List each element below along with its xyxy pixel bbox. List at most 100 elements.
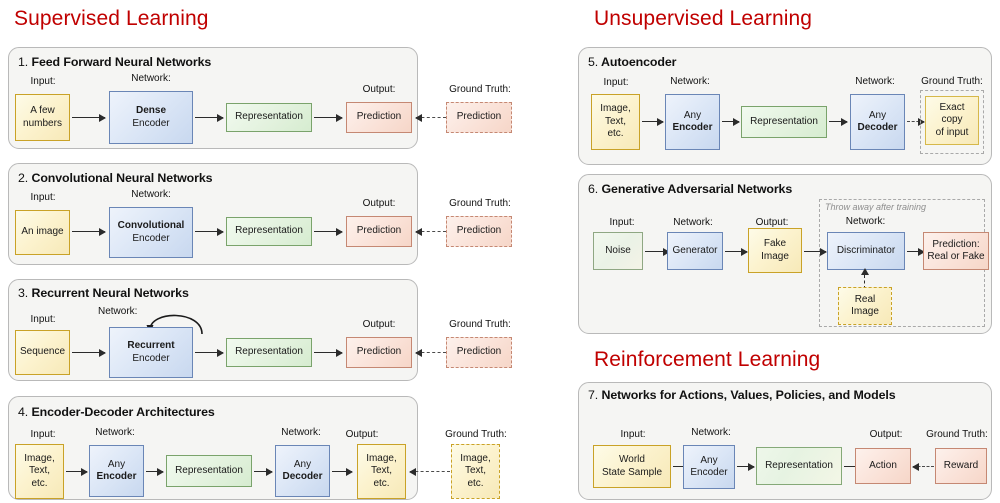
panel-7-encoder-box: Any Encoder: [683, 445, 735, 489]
panel-2-input-caption: Input:: [30, 192, 56, 203]
panel-1-input-caption: Input:: [30, 76, 56, 87]
panel-5-input-line2: Text,: [604, 115, 627, 127]
panel-3-number: 3.: [18, 286, 29, 300]
panel-1-input-line1: A few: [30, 105, 55, 116]
panel-5-gt-line1: Exact copy: [939, 101, 965, 126]
panel-5-arrow-decoder-ground-truth: [907, 118, 925, 126]
panel-3-input-line1: Sequence: [19, 346, 66, 358]
panel-5-representation-box: Representation: [741, 106, 827, 138]
panel-4-network-decoder-caption: Network:: [281, 427, 321, 438]
panel-5-decoder-line2: Decoder: [857, 122, 898, 133]
panel-3-representation-label: Representation: [235, 346, 303, 358]
panel-4-arrow-ground-truth: [409, 468, 450, 476]
panel-4-title-text: Encoder-Decoder Architectures: [31, 405, 215, 419]
panel-3-ground-truth-caption: Ground Truth:: [449, 319, 511, 330]
panel-6-network-caption: Network:: [673, 217, 713, 228]
panel-6-input-caption: Input:: [609, 217, 635, 228]
panel-6-number: 6.: [588, 182, 599, 196]
panel-4-output-line3: etc.: [373, 477, 390, 489]
panel-4-arrow-input-encoder: [66, 468, 88, 476]
panel-6-real-line1: Real: [854, 293, 876, 305]
panel-1-input-line2: numbers: [23, 117, 62, 129]
panel-1-ground-truth-box: Prediction: [446, 102, 512, 133]
panel-6-generator-box: Generator: [667, 232, 723, 270]
panel-3-network-caption: Network:: [98, 306, 138, 317]
panel-1-arrow-encoder-representation: [195, 114, 224, 122]
panel-4-ground-truth-box: Image, Text, etc.: [451, 444, 500, 499]
panel-2-input-box: An image: [15, 210, 70, 255]
panel-3-arrow-encoder-representation: [195, 349, 224, 357]
panel-2-network-caption: Network:: [131, 189, 171, 200]
panel-3-output-caption: Output:: [362, 319, 396, 330]
panel-5-network-encoder-caption: Network:: [670, 76, 710, 87]
panel-1-encoder-line1: Dense: [135, 105, 166, 116]
panel-4-decoder-line1: Any: [293, 458, 312, 470]
panel-2-arrow-encoder-representation: [195, 228, 224, 236]
panel-4-gt-line1: Image,: [460, 452, 491, 464]
panel-2-encoder-line2: Encoder: [132, 232, 170, 244]
panel-3-title-text: Recurrent Neural Networks: [31, 286, 189, 300]
panel-6-prediction-box: Prediction: Real or Fake: [923, 232, 989, 270]
panel-5-input-line3: etc.: [607, 128, 624, 140]
panel-4-input-caption: Input:: [30, 429, 56, 440]
panel-7-encoder-line1: Any: [700, 454, 718, 466]
panel-2-ground-truth-caption: Ground Truth:: [449, 198, 511, 209]
panel-4-gt-line3: etc.: [467, 477, 484, 489]
panel-1-representation-label: Representation: [235, 111, 303, 123]
panel-5-title-text: Autoencoder: [601, 55, 677, 69]
panel-1-number: 1.: [18, 55, 29, 69]
panel-3-input-box: Sequence: [15, 330, 70, 375]
panel-7-encoder-line2: Encoder: [690, 467, 728, 478]
panel-5-ground-truth-caption: Ground Truth:: [921, 76, 983, 87]
panel-2-representation-label: Representation: [235, 225, 303, 237]
panel-6-fake-image-box: Fake Image: [748, 228, 802, 273]
panel-3-ground-truth-label: Prediction: [456, 346, 502, 358]
panel-4-output-caption: Output:: [345, 429, 379, 440]
panel-5-input-caption: Input:: [603, 77, 629, 88]
heading-unsupervised-learning: Unsupervised Learning: [594, 7, 813, 30]
panel-5-arrow-representation-decoder: [829, 118, 848, 126]
heading-reinforcement-learning: Reinforcement Learning: [594, 348, 821, 371]
panel-7-arrow-encoder-representation: [737, 463, 755, 471]
panel-4-arrow-encoder-representation: [146, 468, 164, 476]
panel-2-title-text: Convolutional Neural Networks: [31, 171, 213, 185]
panel-4-arrow-representation-decoder: [254, 468, 273, 476]
panel-4-output-box: Image, Text, etc.: [357, 444, 406, 499]
panel-1-encoder-box: Dense Encoder: [109, 91, 193, 144]
panel-3-encoder-line2: Encoder: [132, 352, 170, 364]
panel-2-arrow-ground-truth: [415, 228, 446, 236]
panel-2-output-caption: Output:: [362, 198, 396, 209]
panel-7-ground-truth-caption: Ground Truth:: [926, 429, 988, 440]
heading-supervised-learning: Supervised Learning: [14, 7, 209, 30]
panel-5-input-line1: Image,: [600, 103, 631, 115]
panel-7-input-caption: Input:: [620, 429, 646, 440]
panel-4-output-line2: Text,: [370, 465, 393, 477]
panel-3-arrow-input-encoder: [72, 349, 106, 357]
panel-6-real-line2: Image: [851, 306, 879, 317]
panel-4-network-encoder-caption: Network:: [95, 427, 135, 438]
panel-7-input-line1: World: [619, 454, 645, 465]
panel-5-number: 5.: [588, 55, 599, 69]
panel-2-output-label: Prediction: [356, 225, 402, 237]
panel-1-arrow-ground-truth: [415, 114, 446, 122]
panel-3-encoder-box: Recurrent Encoder: [109, 327, 193, 378]
panel-2-encoder-box: Convolutional Encoder: [109, 207, 193, 258]
panel-2-representation-box: Representation: [226, 217, 312, 246]
panel-7-representation-box: Representation: [756, 447, 842, 485]
panel-1-title: 1. Feed Forward Neural Networks: [18, 55, 211, 69]
panel-6-title-text: Generative Adversarial Networks: [601, 182, 793, 196]
panel-6-input-label: Noise: [605, 244, 631, 256]
panel-2-arrow-input-encoder: [72, 228, 106, 236]
panel-5-encoder-line2: Encoder: [672, 122, 713, 133]
panel-4-input-box: Image, Text, etc.: [15, 444, 64, 499]
panel-5-encoder-line1: Any: [683, 109, 702, 121]
panel-7-network-caption: Network:: [691, 427, 731, 438]
panel-1-encoder-line2: Encoder: [132, 117, 170, 129]
panel-6-discriminator-label: Discriminator: [836, 244, 896, 256]
panel-5-ground-truth-box: Exact copy of input: [925, 96, 979, 145]
panel-2-arrow-representation-output: [314, 228, 343, 236]
panel-5-gt-line2: of input: [935, 126, 969, 138]
panel-7-input-box: World State Sample: [593, 445, 671, 488]
panel-3-output-label: Prediction: [356, 346, 402, 358]
